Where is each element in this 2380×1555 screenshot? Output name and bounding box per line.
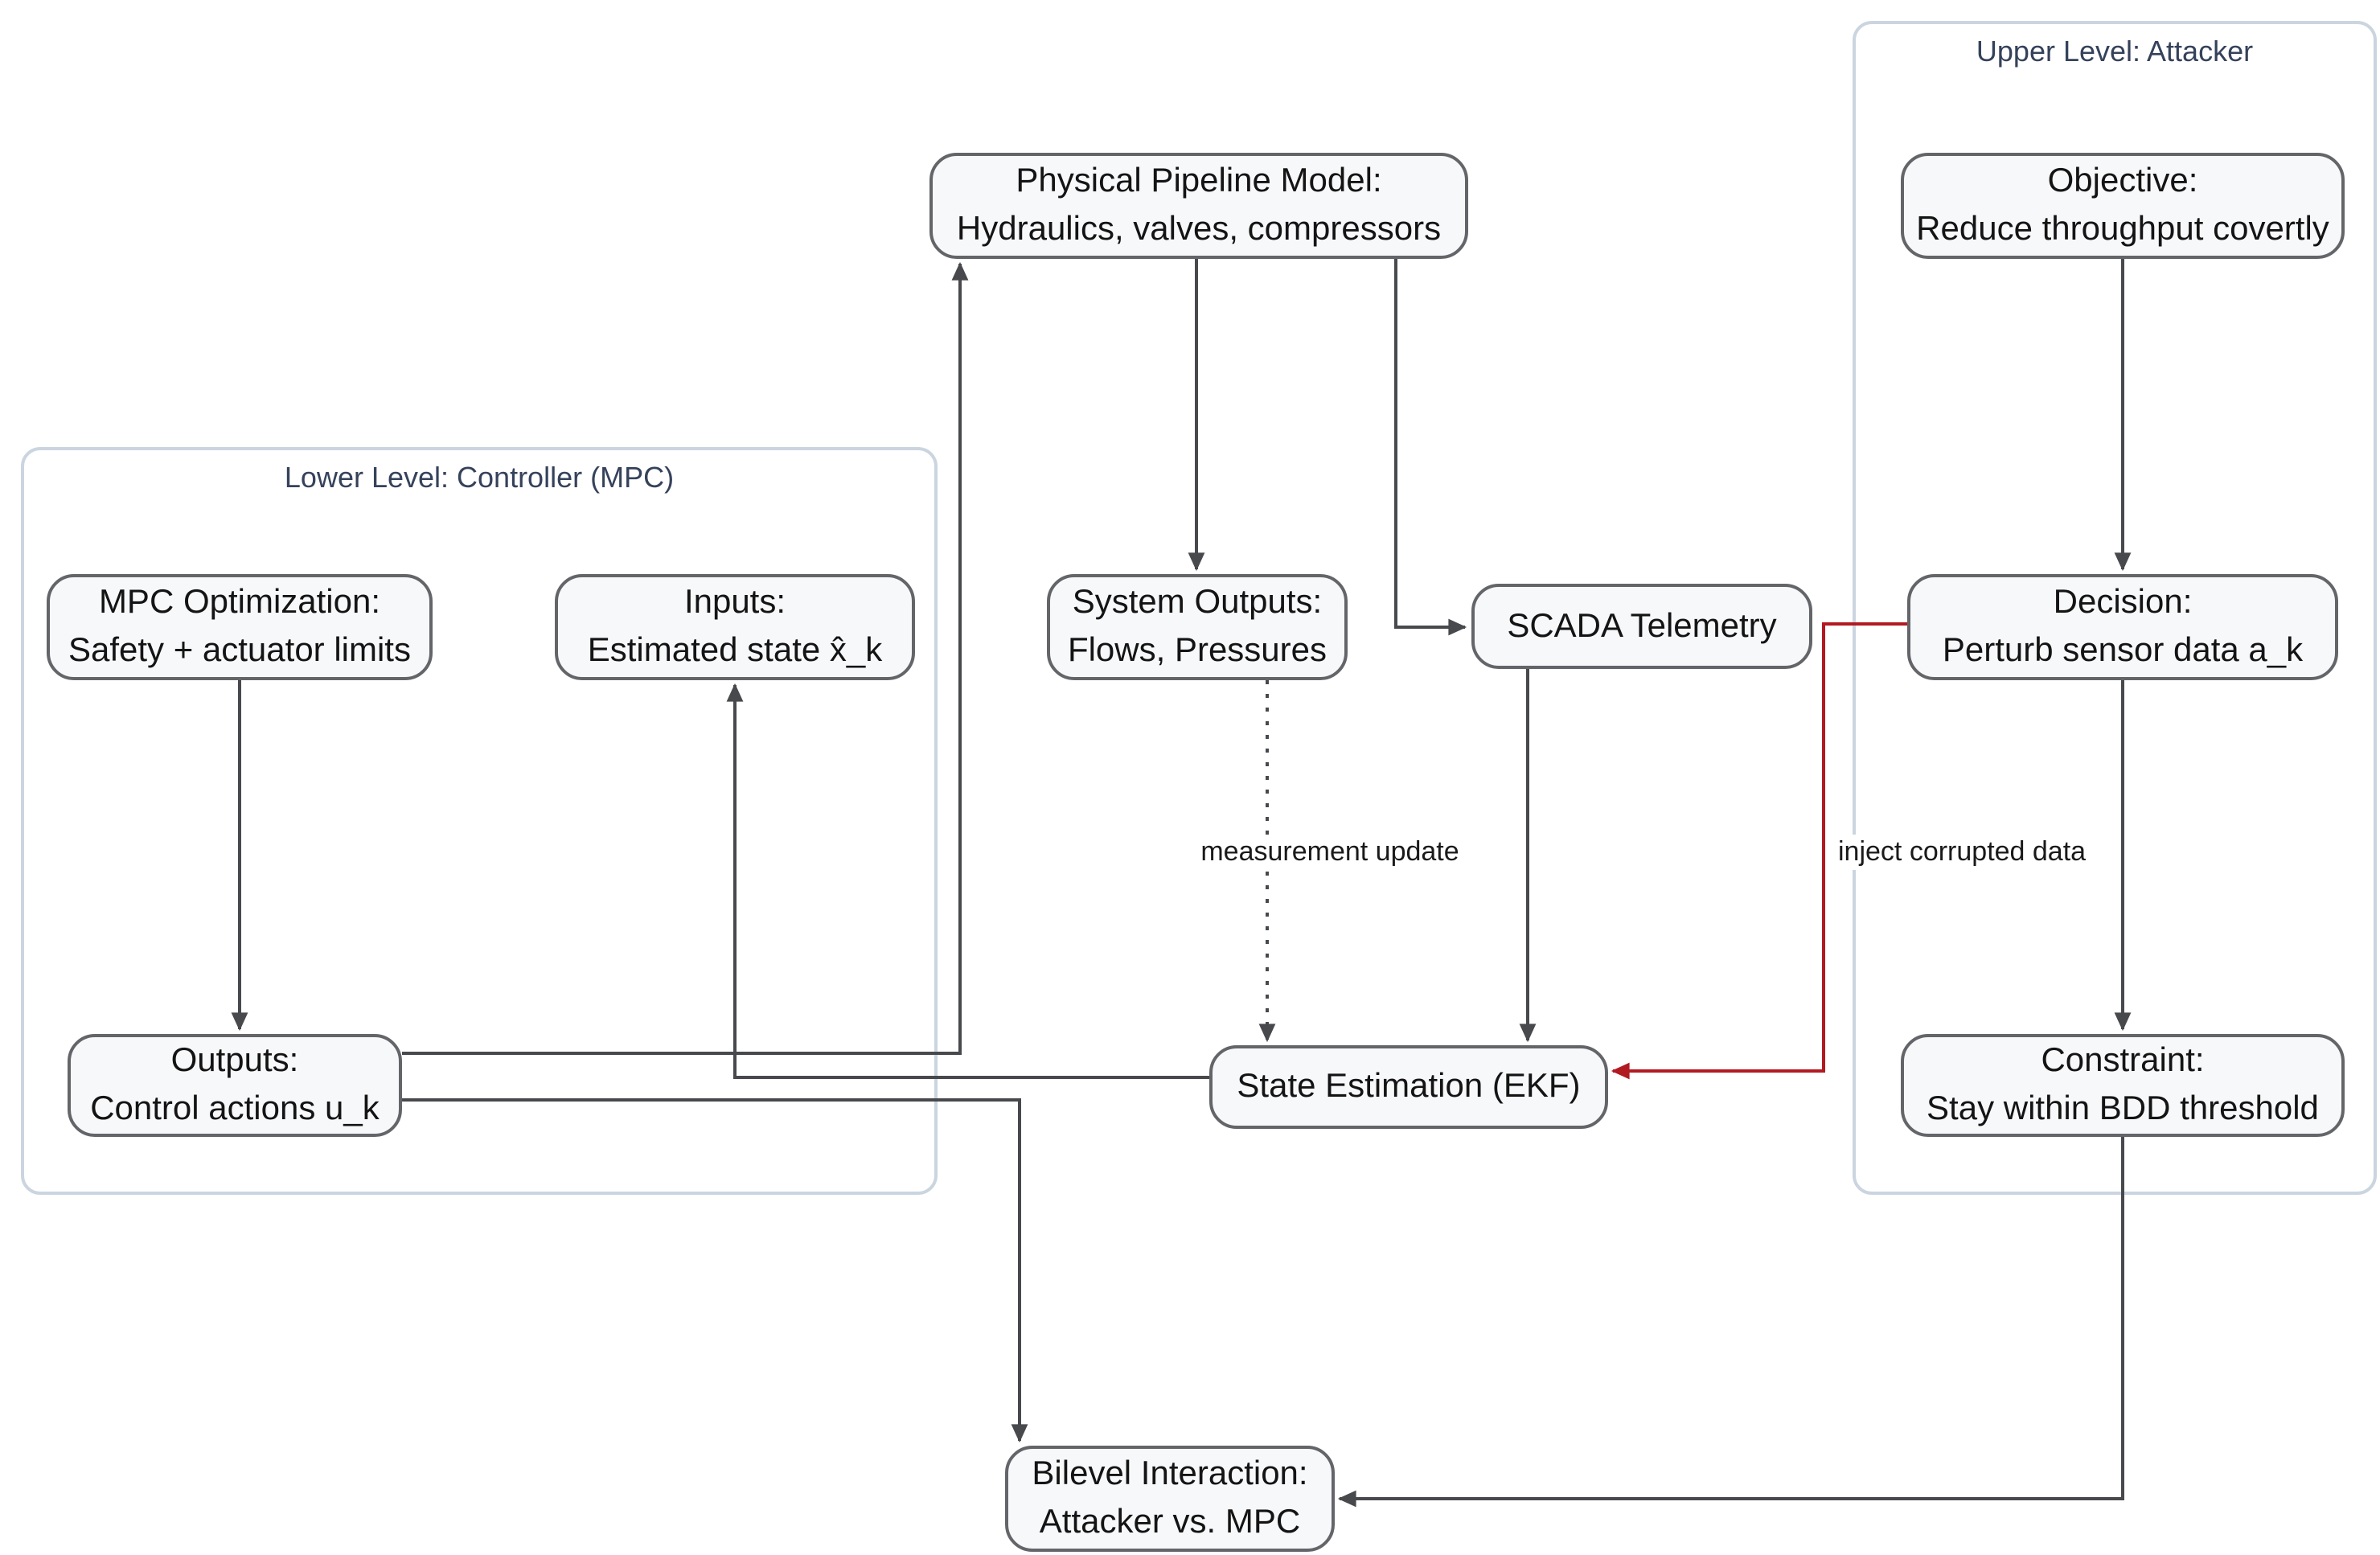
node-bilevel-interaction: Bilevel Interaction: Attacker vs. MPC [1005, 1446, 1335, 1552]
node-outputs-line2: Control actions u_k [90, 1090, 380, 1127]
edge-constraint-to-bilevel [1337, 1137, 2124, 1508]
edge-decision-to-ekf-attack [1611, 622, 1907, 1080]
node-physical-pipeline-model-line1: Physical Pipeline Model: [1016, 162, 1382, 200]
node-scada-telemetry: SCADA Telemetry [1471, 584, 1812, 669]
node-system-outputs: System Outputs: Flows, Pressures [1047, 574, 1348, 680]
node-constraint-bdd-threshold: Constraint: Stay within BDD threshold [1901, 1034, 2345, 1137]
cluster-lower-level-controller: Lower Level: Controller (MPC) [21, 447, 938, 1195]
cluster-upper-level-label: Upper Level: Attacker [1976, 35, 2254, 68]
node-mpc-optimization: MPC Optimization: Safety + actuator limi… [47, 574, 433, 680]
edge-label-inject-corrupted-data: inject corrupted data [1833, 835, 2091, 870]
node-objective: Objective: Reduce throughput covertly [1901, 153, 2345, 259]
edge-outputs-to-bilevel [402, 1098, 1028, 1443]
node-constraint-line1: Constraint: [2041, 1042, 2205, 1080]
node-state-estimation-ekf: State Estimation (EKF) [1209, 1045, 1608, 1129]
node-bilevel-interaction-line1: Bilevel Interaction: [1032, 1455, 1308, 1493]
node-decision-perturb-sensor-data: Decision: Perturb sensor data a_k [1907, 574, 2338, 680]
node-constraint-line2: Stay within BDD threshold [1927, 1090, 2319, 1127]
node-decision-line2: Perturb sensor data a_k [1942, 632, 2304, 669]
node-inputs-line1: Inputs: [683, 584, 786, 622]
node-scada-telemetry-line1: SCADA Telemetry [1507, 607, 1777, 645]
node-inputs-estimated-state: Inputs: Estimated state x̂_k [555, 574, 915, 680]
cluster-upper-level-attacker: Upper Level: Attacker [1853, 21, 2377, 1195]
node-state-estimation-ekf-line1: State Estimation (EKF) [1237, 1068, 1581, 1106]
node-physical-pipeline-model: Physical Pipeline Model: Hydraulics, val… [929, 153, 1468, 259]
node-inputs-line2: Estimated state x̂_k [587, 632, 883, 669]
node-mpc-optimization-line2: Safety + actuator limits [68, 632, 411, 669]
node-objective-line2: Reduce throughput covertly [1916, 211, 2329, 248]
node-system-outputs-line2: Flows, Pressures [1067, 632, 1327, 669]
node-bilevel-interaction-line2: Attacker vs. MPC [1039, 1504, 1301, 1541]
edge-pipeline-to-scada [1394, 259, 1467, 636]
node-mpc-optimization-line1: MPC Optimization: [98, 584, 381, 622]
edge-ekf-to-inputs [726, 683, 1209, 1079]
node-outputs-line1: Outputs: [170, 1042, 299, 1080]
node-physical-pipeline-model-line2: Hydraulics, valves, compressors [956, 211, 1442, 248]
edge-label-measurement-update: measurement update [1196, 835, 1464, 870]
cluster-lower-level-label: Lower Level: Controller (MPC) [284, 462, 675, 494]
node-system-outputs-line1: System Outputs: [1072, 584, 1323, 622]
node-outputs-control-actions: Outputs: Control actions u_k [68, 1034, 402, 1137]
edge-outputs-to-pipeline [402, 261, 969, 1055]
node-decision-line1: Decision: [2053, 584, 2193, 622]
node-objective-line1: Objective: [2047, 162, 2198, 200]
